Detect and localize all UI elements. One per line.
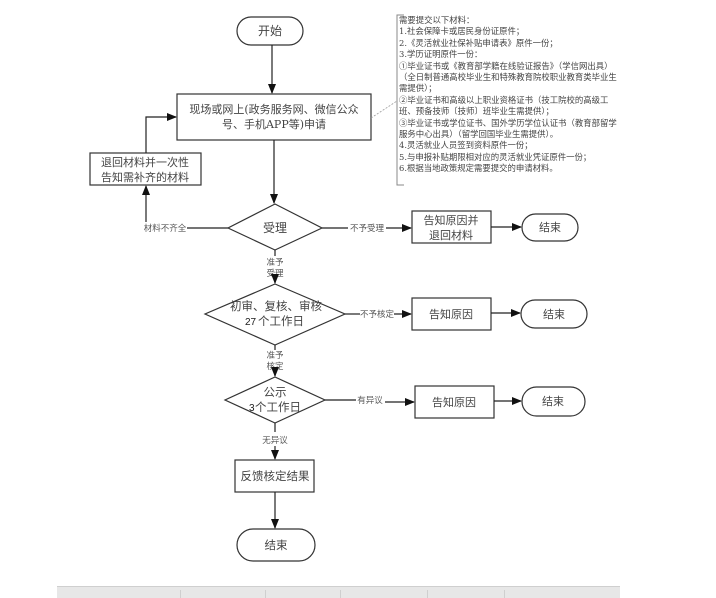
note-line: 1.社会保障卡或居民身份证原件；: [399, 26, 525, 37]
edge-label-incomplete: 材料不齐全: [144, 223, 187, 234]
edge-label-approved-2: 核定: [266, 361, 284, 372]
bar-divider: [340, 590, 341, 598]
edge-label-not-approved: 不予核定: [360, 309, 395, 320]
end3-label: 结束: [542, 395, 564, 408]
reject-review-box: [411, 297, 492, 331]
publicity-label-line1: 公示: [264, 385, 287, 399]
edge-label-no-objection: 无异议: [262, 436, 288, 446]
note-line: 3.学历证明原件一份：: [399, 49, 483, 60]
return-materials-line1: 退回材料并一次性: [101, 155, 189, 169]
start-terminal: [236, 16, 304, 46]
review-label-line1: 初审、复核、审核: [230, 299, 322, 313]
note-line: 2.《灵活就业社保补贴申请表》原件一份；: [399, 37, 558, 48]
end4-terminal: [236, 528, 316, 562]
publicity-label-line2: 个工作日: [255, 400, 301, 414]
required-materials-note: 需要提交以下材料： 1.社会保障卡或居民身份证原件； 2.《灵活就业社保补贴申请…: [397, 15, 625, 175]
return-materials-line2: 告知需补齐的材料: [101, 170, 189, 184]
bar-divider: [180, 590, 181, 598]
apply-label-line1: 现场或网上(政务服务网、微信公众: [189, 102, 358, 116]
edge-label-accepted-2: 受理: [266, 268, 284, 279]
edge-label-objection: 有异议: [357, 395, 383, 406]
reject-publicity-box: [414, 385, 495, 419]
edge-label-accepted-1: 准予: [266, 257, 284, 268]
reject-accept-line1: 告知原因并: [424, 213, 479, 227]
reject-review-label: 告知原因: [429, 307, 473, 321]
review-label-line2: 个工作日: [258, 314, 304, 328]
end2-label: 结束: [543, 308, 565, 321]
feedback-label: 反馈核定结果: [241, 469, 310, 483]
note-line: 6.根据当地政策规定需要提交的申请材料。: [399, 163, 558, 174]
note-line: ②毕业证书和高级以上职业资格证书（技工院校的高级工班、预备技师〔技师〕班毕业生需…: [399, 94, 609, 117]
end1-label: 结束: [539, 221, 561, 234]
feedback-box: [234, 459, 315, 493]
end1-terminal: [521, 213, 579, 242]
edge-label-not-accepted: 不予受理: [350, 223, 385, 234]
apply-box: [176, 93, 372, 141]
apply-label-line2: 号、手机APP等)申请: [222, 117, 326, 131]
note-bracket: [396, 14, 404, 186]
start-label: 开始: [258, 24, 282, 38]
reject-publicity-label: 告知原因: [432, 395, 476, 409]
publicity-days: 3: [249, 403, 255, 414]
accept-label: 受理: [263, 221, 287, 235]
bar-divider: [265, 590, 266, 598]
review-days: 27: [245, 317, 257, 328]
note-line: 需要提交以下材料：: [399, 15, 475, 25]
note-line: 5.与申报补贴期限相对应的灵活就业凭证原件一份；: [399, 151, 592, 162]
edge-return-apply: [145, 113, 177, 153]
reject-accept-box: [411, 210, 492, 244]
end4-label: 结束: [265, 538, 288, 552]
bar-divider: [504, 590, 505, 598]
edge-label-approved-1: 准予: [266, 350, 284, 361]
bottom-scrollbar[interactable]: [57, 586, 620, 598]
reject-accept-line2: 退回材料: [429, 228, 473, 242]
bar-divider: [427, 590, 428, 598]
note-connector: [370, 100, 398, 119]
end3-terminal: [521, 386, 586, 417]
note-line: 4.灵活就业人员签到资料原件一份；: [399, 140, 533, 151]
note-line: ①毕业证书或《教育部学籍在线验证报告》（学信网出具）（全日制普通高校毕业生和特殊…: [399, 60, 617, 94]
end2-terminal: [520, 299, 588, 329]
note-line: ③毕业证书或学位证书、国外学历学位认证书（教育部留学服务中心出具）（留学回国毕业…: [399, 117, 617, 140]
